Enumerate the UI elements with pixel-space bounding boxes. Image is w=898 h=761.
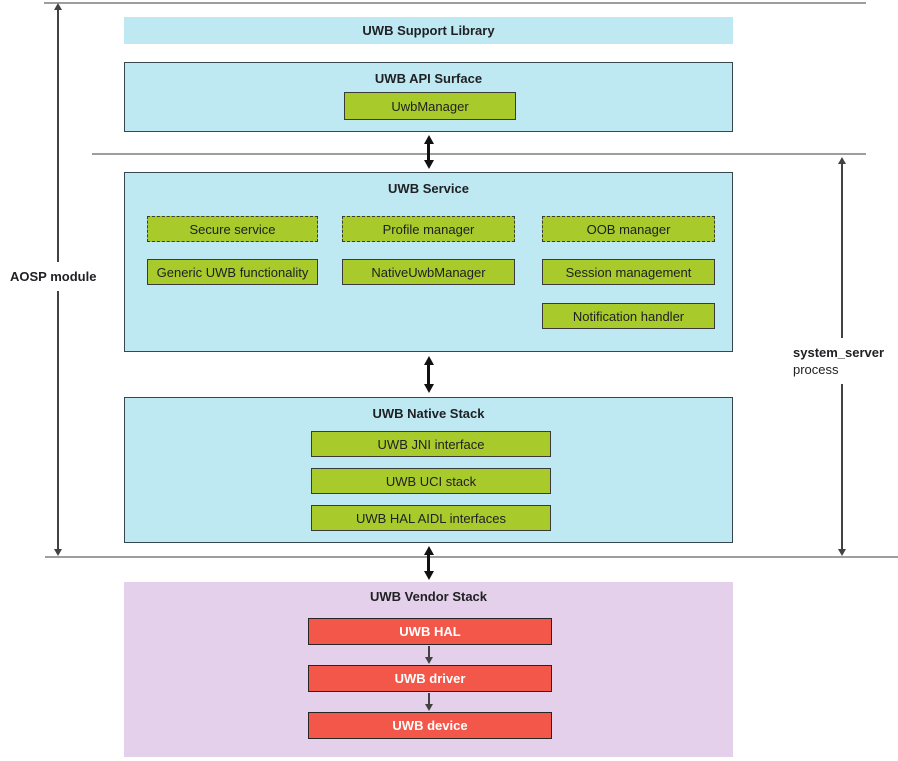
separator-line-bottom bbox=[45, 556, 898, 558]
arrow-driver-device bbox=[425, 693, 433, 711]
session-management-box: Session management bbox=[542, 259, 715, 285]
secure-service-box: Secure service bbox=[147, 216, 318, 242]
uwb-service-title: UWB Service bbox=[388, 181, 469, 196]
arrow-service-native bbox=[423, 356, 434, 393]
uwb-service-box: UWB Service Secure service Profile manag… bbox=[124, 172, 733, 352]
arrow-up-icon bbox=[423, 135, 434, 144]
arrow-down-icon bbox=[423, 384, 434, 393]
uwb-vendor-stack-box: UWB Vendor Stack UWB HAL UWB driver UWB … bbox=[124, 582, 733, 757]
profile-manager-box: Profile manager bbox=[342, 216, 515, 242]
arrow-down-icon bbox=[425, 704, 433, 711]
system-server-label: system_server process bbox=[789, 338, 887, 384]
arrow-down-icon bbox=[423, 571, 434, 580]
uwb-api-surface-title: UWB API Surface bbox=[374, 71, 483, 86]
uwb-api-surface-box: UWB API Surface UwbManager bbox=[124, 62, 733, 132]
arrow-down-icon bbox=[425, 657, 433, 664]
arrow-hal-driver bbox=[425, 646, 433, 664]
oob-manager-box: OOB manager bbox=[542, 216, 715, 242]
uwb-driver-box: UWB driver bbox=[308, 665, 552, 692]
arrow-down-icon bbox=[423, 160, 434, 169]
uwb-support-library-title: UWB Support Library bbox=[362, 23, 495, 38]
uwb-device-box: UWB device bbox=[308, 712, 552, 739]
separator-line-top bbox=[44, 2, 866, 4]
system-server-label-line1: system_server bbox=[793, 345, 885, 360]
arrow-up-icon bbox=[838, 157, 846, 164]
generic-uwb-functionality-box: Generic UWB functionality bbox=[147, 259, 318, 285]
arrow-api-service bbox=[423, 135, 434, 169]
arrow-down-icon bbox=[838, 549, 846, 556]
uwb-hal-box: UWB HAL bbox=[308, 618, 552, 645]
uwb-native-stack-title: UWB Native Stack bbox=[372, 406, 485, 421]
arrow-up-icon bbox=[423, 356, 434, 365]
uwb-hal-aidl-interfaces-box: UWB HAL AIDL interfaces bbox=[311, 505, 551, 531]
uwb-support-library-box: UWB Support Library bbox=[124, 17, 733, 44]
uwb-native-stack-box: UWB Native Stack UWB JNI interface UWB U… bbox=[124, 397, 733, 543]
uwbmanager-box: UwbManager bbox=[344, 92, 516, 120]
uwb-vendor-stack-title: UWB Vendor Stack bbox=[369, 589, 488, 604]
separator-line-middle bbox=[92, 153, 866, 155]
arrow-down-icon bbox=[54, 549, 62, 556]
arrow-up-icon bbox=[54, 3, 62, 10]
aosp-module-label: AOSP module bbox=[6, 262, 101, 291]
arrow-up-icon bbox=[423, 546, 434, 555]
uwb-jni-interface-box: UWB JNI interface bbox=[311, 431, 551, 457]
notification-handler-box: Notification handler bbox=[542, 303, 715, 329]
system-server-label-line2: process bbox=[793, 362, 839, 377]
uwb-uci-stack-box: UWB UCI stack bbox=[311, 468, 551, 494]
arrow-native-vendor bbox=[423, 546, 434, 580]
native-uwb-manager-box: NativeUwbManager bbox=[342, 259, 515, 285]
